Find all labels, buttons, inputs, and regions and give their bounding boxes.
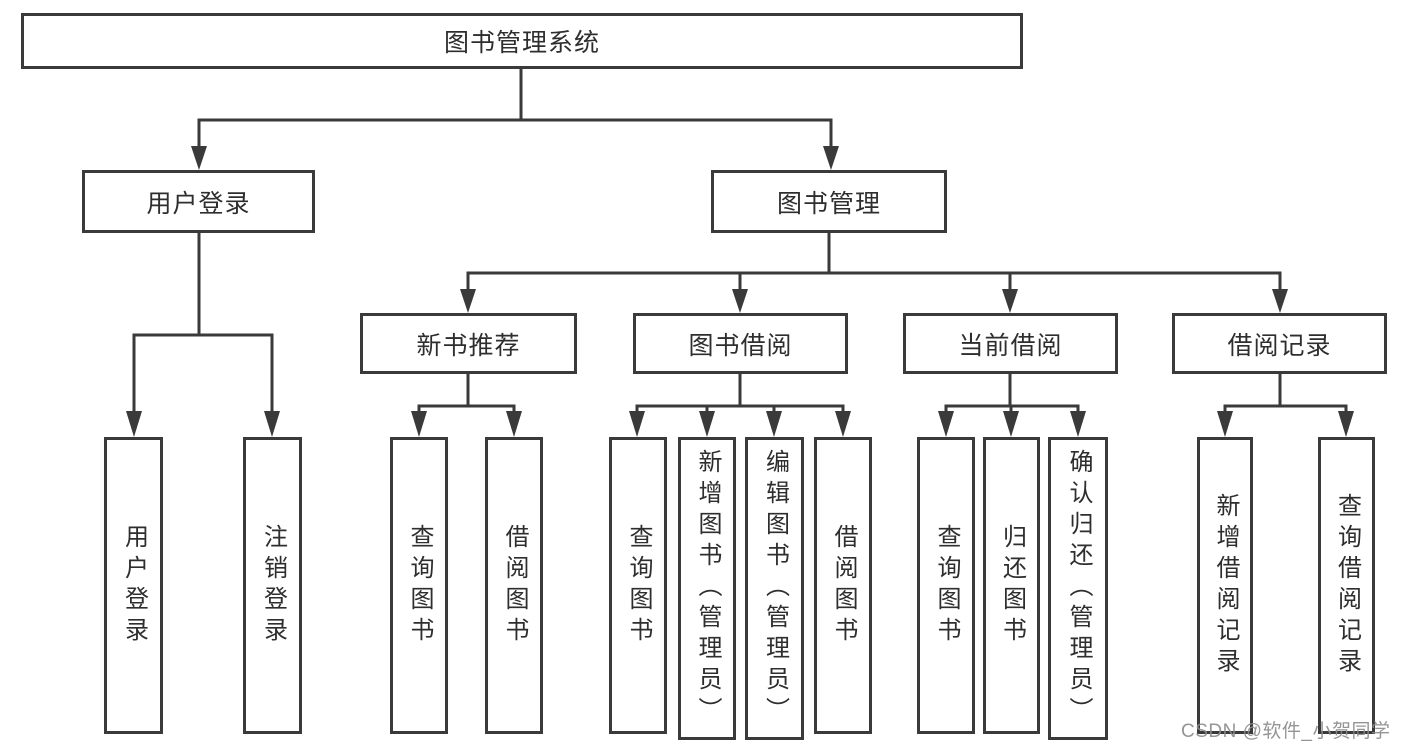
leaf-bb-add-book-admin-label: 新增图书（管理员） — [694, 449, 721, 728]
leaf-bb-borrow-book-label: 借阅图书 — [830, 523, 857, 648]
leaf-user-login: 用户登录 — [104, 437, 163, 734]
arrowhead — [1070, 411, 1086, 437]
connector-user-login-to-leaves — [132, 231, 274, 417]
arrowhead — [629, 411, 645, 437]
leaf-logout-label: 注销登录 — [259, 523, 287, 648]
leaf-br-query-record-label: 查询借阅记录 — [1333, 492, 1361, 679]
leaf-bb-add-book-admin: 新增图书（管理员） — [678, 437, 736, 740]
node-book-borrow-label: 图书借阅 — [688, 331, 793, 360]
leaf-br-query-record: 查询借阅记录 — [1318, 437, 1375, 734]
arrowhead — [126, 411, 142, 437]
connector-book-mgmt-to-level3 — [466, 231, 1282, 295]
node-user-login-label: 用户登录 — [146, 189, 251, 218]
leaf-cb-query-book-label: 查询图书 — [933, 523, 960, 648]
leaf-br-add-record-label: 新增借阅记录 — [1212, 492, 1239, 679]
arrowhead — [699, 411, 715, 437]
arrowhead — [460, 289, 476, 313]
leaf-rec-borrow-book: 借阅图书 — [485, 437, 543, 734]
leaf-bb-edit-book-admin-label: 编辑图书（管理员） — [761, 449, 789, 728]
node-user-login: 用户登录 — [82, 170, 315, 233]
connector-root-to-level2 — [197, 67, 833, 152]
arrowhead — [264, 411, 280, 437]
node-book-borrow: 图书借阅 — [633, 313, 848, 374]
node-new-book-recommend-label: 新书推荐 — [416, 331, 521, 360]
arrowhead — [1338, 411, 1354, 437]
arrowhead — [191, 146, 207, 170]
leaf-br-add-record: 新增借阅记录 — [1197, 437, 1253, 734]
connector-new-book-rec-to-leaves — [417, 372, 516, 419]
arrowhead — [823, 146, 839, 170]
leaf-bb-query-book-label: 查询图书 — [625, 523, 652, 648]
node-root-library-system: 图书管理系统 — [21, 13, 1023, 69]
leaf-rec-query-book: 查询图书 — [390, 437, 448, 734]
csdn-watermark: CSDN @软件_小贺同学 — [1181, 721, 1391, 742]
leaf-bb-borrow-book: 借阅图书 — [814, 437, 872, 734]
node-book-management-label: 图书管理 — [776, 189, 881, 218]
arrowhead — [938, 411, 954, 437]
arrowhead — [1217, 411, 1233, 437]
leaf-logout: 注销登录 — [243, 437, 302, 734]
node-current-borrow: 当前借阅 — [903, 313, 1118, 374]
arrowhead — [1003, 411, 1019, 437]
arrowhead — [835, 411, 851, 437]
arrowhead — [766, 411, 782, 437]
arrowhead — [1002, 289, 1018, 313]
node-book-management: 图书管理 — [711, 170, 947, 233]
connector-book-borrow-to-leaves — [635, 372, 845, 419]
leaf-rec-borrow-book-label: 借阅图书 — [501, 523, 528, 648]
leaf-bb-edit-book-admin: 编辑图书（管理员） — [745, 437, 804, 740]
leaf-cb-return-book-label: 归还图书 — [998, 523, 1026, 648]
node-borrow-record: 借阅记录 — [1172, 313, 1387, 374]
leaf-bb-query-book: 查询图书 — [609, 437, 667, 734]
connector-current-borrow-to-leaves — [944, 372, 1080, 419]
node-new-book-recommend: 新书推荐 — [360, 313, 577, 374]
leaf-cb-confirm-return-admin: 确认归还（管理员） — [1048, 437, 1108, 740]
leaf-cb-return-book: 归还图书 — [983, 437, 1040, 734]
node-root-label: 图书管理系统 — [443, 29, 600, 57]
leaf-user-login-label: 用户登录 — [120, 523, 148, 648]
leaf-cb-confirm-return-admin-label: 确认归还（管理员） — [1065, 449, 1092, 728]
arrowhead — [1272, 289, 1288, 313]
node-current-borrow-label: 当前借阅 — [958, 331, 1063, 360]
arrowhead — [506, 411, 522, 437]
node-borrow-record-label: 借阅记录 — [1227, 331, 1332, 360]
arrowhead — [411, 411, 427, 437]
leaf-cb-query-book: 查询图书 — [917, 437, 975, 734]
connector-borrow-record-to-leaves — [1223, 372, 1348, 419]
arrowhead — [732, 289, 748, 313]
leaf-rec-query-book-label: 查询图书 — [406, 523, 433, 648]
